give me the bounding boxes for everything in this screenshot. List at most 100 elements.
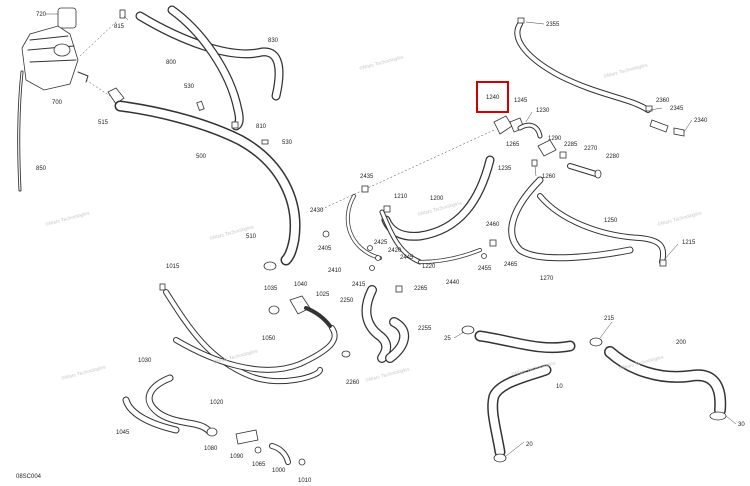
clamp-1260[interactable] bbox=[531, 159, 538, 167]
label-1270: 1270 bbox=[540, 276, 554, 282]
label-1250: 1250 bbox=[604, 218, 618, 224]
clamp-815[interactable] bbox=[119, 9, 126, 19]
clamp-1210[interactable] bbox=[383, 205, 391, 213]
label-1080: 1080 bbox=[204, 446, 218, 452]
label-500: 500 bbox=[196, 154, 207, 160]
label-1015: 1015 bbox=[166, 264, 180, 270]
label-2260: 2260 bbox=[346, 380, 360, 386]
clamp-1065[interactable] bbox=[254, 446, 262, 454]
label-2410: 2410 bbox=[328, 268, 342, 274]
clamp-2355[interactable] bbox=[517, 17, 525, 24]
label-2460: 2460 bbox=[486, 222, 500, 228]
watermark-7: ©Marc Technologies bbox=[365, 365, 411, 384]
label-1200: 1200 bbox=[430, 196, 444, 202]
clamp-1015[interactable] bbox=[159, 283, 166, 291]
reservoir-body[interactable] bbox=[21, 25, 79, 91]
label-2455: 2455 bbox=[478, 266, 492, 272]
label-530-b: 530 bbox=[282, 140, 293, 146]
coolant-reservoir[interactable] bbox=[21, 7, 89, 91]
label-2425: 2425 bbox=[374, 240, 388, 246]
label-2270: 2270 bbox=[584, 146, 598, 152]
label-2355: 2355 bbox=[546, 22, 560, 28]
label-2430: 2430 bbox=[310, 208, 324, 214]
label-1010: 1010 bbox=[298, 478, 312, 484]
hose-830[interactable] bbox=[167, 5, 244, 131]
clamp-510[interactable] bbox=[263, 261, 277, 271]
label-1215: 1215 bbox=[682, 240, 696, 246]
clamp-2360[interactable] bbox=[645, 105, 653, 112]
clamp-2460[interactable] bbox=[489, 239, 497, 247]
reservoir-neck bbox=[53, 43, 71, 57]
label-10: 10 bbox=[556, 384, 563, 390]
label-1030: 1030 bbox=[138, 358, 152, 364]
clamp-2455[interactable] bbox=[481, 253, 487, 259]
label-1265: 1265 bbox=[506, 142, 520, 148]
label-1290: 1290 bbox=[548, 136, 562, 142]
label-1260: 1260 bbox=[542, 174, 556, 180]
fitting-1040[interactable] bbox=[289, 295, 311, 315]
label-850: 850 bbox=[36, 166, 47, 172]
clamp-530-b[interactable] bbox=[261, 139, 269, 145]
thermostat-housing-1240[interactable] bbox=[493, 115, 513, 135]
label-1035: 1035 bbox=[264, 286, 278, 292]
clamp-810[interactable] bbox=[231, 121, 239, 129]
label-700: 700 bbox=[52, 100, 63, 106]
label-1025: 1025 bbox=[316, 292, 330, 298]
label-215: 215 bbox=[604, 316, 615, 322]
label-515: 515 bbox=[98, 120, 109, 126]
reference-code: 08SC004 bbox=[16, 474, 42, 480]
clamp-30[interactable] bbox=[709, 411, 727, 421]
label-1050: 1050 bbox=[262, 336, 276, 342]
clamp-25[interactable] bbox=[461, 325, 475, 335]
fitting-1090[interactable] bbox=[235, 429, 259, 445]
fitting-515[interactable] bbox=[107, 87, 125, 105]
clamp-2435[interactable] bbox=[361, 185, 369, 193]
label-2435: 2435 bbox=[360, 174, 374, 180]
label-510: 510 bbox=[246, 234, 257, 240]
clamp-1080[interactable] bbox=[206, 427, 218, 437]
label-1040: 1040 bbox=[294, 282, 308, 288]
clamp-2265[interactable] bbox=[395, 285, 403, 293]
label-30: 30 bbox=[738, 422, 745, 428]
clamp-2420[interactable] bbox=[375, 255, 381, 261]
clamp-2285[interactable] bbox=[559, 151, 567, 159]
clamp-1035[interactable] bbox=[268, 305, 280, 315]
fitting-1290[interactable] bbox=[537, 139, 557, 157]
clamp-2425[interactable] bbox=[367, 245, 373, 251]
label-1240: 1240 bbox=[486, 95, 500, 101]
label-1235: 1235 bbox=[498, 166, 512, 172]
watermark-1: ©Marc Technologies bbox=[359, 53, 405, 72]
label-25: 25 bbox=[444, 336, 451, 342]
label-1090: 1090 bbox=[230, 454, 244, 460]
label-2255: 2255 bbox=[418, 326, 432, 332]
watermark-9: ©Marc Technologies bbox=[603, 61, 649, 80]
clamp-2415[interactable] bbox=[369, 265, 375, 271]
clamp-20[interactable] bbox=[493, 453, 507, 463]
label-2415: 2415 bbox=[352, 282, 366, 288]
clamp-215[interactable] bbox=[589, 337, 603, 347]
clamp-1010[interactable] bbox=[298, 458, 306, 466]
reservoir-outlet bbox=[77, 71, 89, 83]
label-1000: 1000 bbox=[272, 468, 286, 474]
plug-2340[interactable] bbox=[673, 127, 685, 137]
hose-2430[interactable] bbox=[345, 194, 382, 260]
clamp-1215[interactable] bbox=[659, 259, 667, 267]
clamp-2405[interactable] bbox=[322, 230, 330, 238]
hose-1025[interactable] bbox=[304, 306, 332, 328]
label-2405: 2405 bbox=[318, 246, 332, 252]
plug-2280[interactable] bbox=[594, 169, 602, 179]
clamp-530-a[interactable] bbox=[196, 100, 205, 111]
label-800: 800 bbox=[166, 60, 177, 66]
part-labels: 720 815 830 800 700 850 515 530 810 530 … bbox=[16, 12, 745, 484]
label-720: 720 bbox=[36, 12, 47, 18]
label-20: 20 bbox=[526, 442, 533, 448]
reservoir-cap[interactable] bbox=[57, 7, 77, 29]
label-2265: 2265 bbox=[414, 286, 428, 292]
label-2440: 2440 bbox=[446, 280, 460, 286]
clamp-2260[interactable] bbox=[341, 350, 351, 358]
label-1045: 1045 bbox=[116, 430, 130, 436]
fitting-2345[interactable] bbox=[649, 119, 669, 133]
label-2420: 2420 bbox=[388, 248, 402, 254]
label-1210: 1210 bbox=[394, 194, 408, 200]
watermark-4: ©Marc Technologies bbox=[61, 363, 107, 382]
